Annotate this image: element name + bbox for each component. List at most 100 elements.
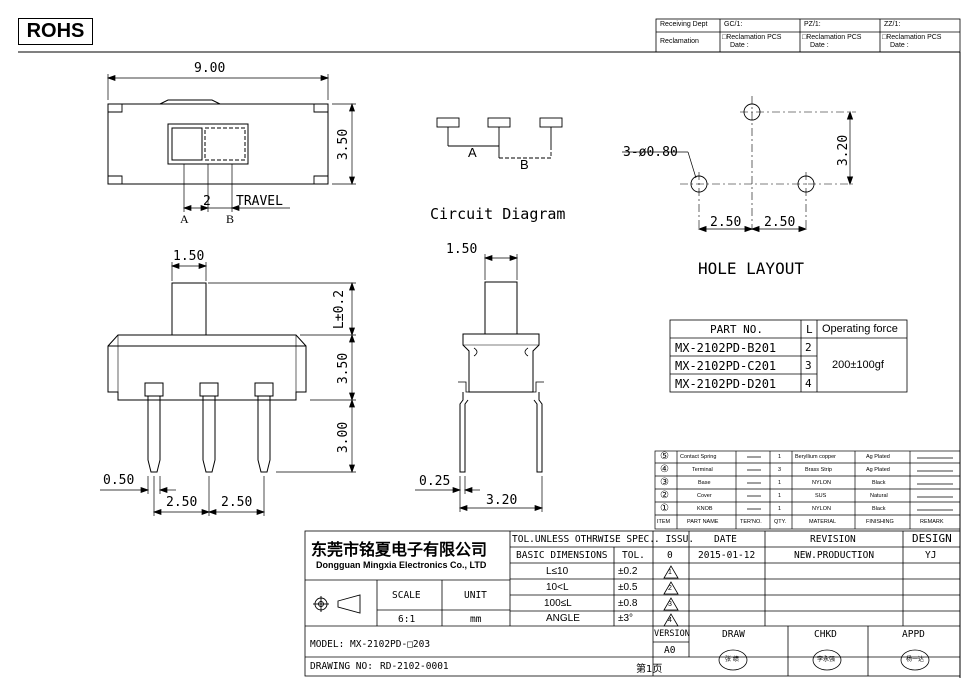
zz-label: ZZ/1: bbox=[884, 21, 901, 28]
draw-label: DRAW bbox=[722, 629, 745, 640]
bom-row-5-qty: 1 bbox=[778, 506, 782, 512]
front-pin-width: 0.50 bbox=[103, 473, 135, 488]
front-pitch-right: 2.50 bbox=[221, 495, 253, 510]
side-pin-span: 3.20 bbox=[486, 493, 518, 508]
bom-row-1-item: ⑤ bbox=[660, 451, 669, 462]
date-2: Date : bbox=[810, 42, 829, 49]
front-view-dimensions bbox=[100, 262, 356, 516]
bom-row-2-item: ④ bbox=[660, 464, 669, 475]
bom-row-5-name: KNOB bbox=[697, 506, 713, 512]
circuit-diagram-title: Circuit Diagram bbox=[430, 205, 566, 223]
front-view bbox=[107, 282, 307, 473]
tol-range-1: L≤10 bbox=[546, 566, 569, 577]
bom-table-grid bbox=[654, 450, 961, 530]
bom-row-2-name: Terminal bbox=[692, 467, 713, 473]
side-view bbox=[458, 281, 544, 473]
part-row-2-part: MX-2102PD-C201 bbox=[675, 359, 777, 373]
tol-label: TOL. bbox=[622, 550, 645, 561]
bom-row-4-item: ② bbox=[660, 490, 669, 501]
revision-number: 0 bbox=[667, 550, 673, 561]
stamp-draw: 张 绩 bbox=[725, 656, 739, 663]
bom-row-4-material: SUS bbox=[815, 493, 827, 499]
front-knob-width: 1.50 bbox=[173, 249, 205, 264]
tol-range-2: 10<L bbox=[546, 582, 569, 593]
part-row-2-l: 3 bbox=[805, 359, 812, 372]
position-a-label: A bbox=[180, 212, 189, 226]
part-table-header-l: L bbox=[806, 323, 813, 336]
reclamation-pcs-1: □Reclamation PCS bbox=[722, 34, 782, 41]
receiving-dept-label: Receiving Dept bbox=[660, 21, 708, 28]
side-pin-thickness: 0.25 bbox=[419, 474, 451, 489]
unit-label: UNIT bbox=[464, 590, 487, 601]
part-row-3-l: 4 bbox=[805, 377, 812, 390]
top-view bbox=[107, 99, 329, 212]
bom-header-finishing: FINISHING bbox=[866, 519, 894, 525]
circuit-label-b: B bbox=[520, 157, 529, 172]
top-height-dim: 3.50 bbox=[336, 128, 352, 161]
bom-header-remark: REMARK bbox=[920, 519, 944, 525]
bom-row-1-name: Contact Spring bbox=[680, 454, 717, 460]
company-name-en: Dongguan Mingxia Electronics Co., LTD bbox=[316, 560, 487, 570]
tol-header: TOL.UNLESS OTHRWISE SPEC. bbox=[512, 534, 655, 545]
travel-value: 2 bbox=[203, 194, 211, 209]
hole-layout bbox=[622, 96, 856, 233]
part-row-1-l: 2 bbox=[805, 341, 812, 354]
top-width-dim: 9.00 bbox=[194, 61, 226, 76]
design-header: DESIGN bbox=[912, 532, 952, 545]
hole-diameter-dim: 3-ø0.80 bbox=[623, 145, 678, 160]
part-row-1-part: MX-2102PD-B201 bbox=[675, 341, 777, 355]
tol-value-2: ±0.5 bbox=[618, 582, 638, 593]
bom-header-item: ITEM bbox=[657, 519, 671, 525]
chkd-label: CHKD bbox=[814, 629, 837, 640]
side-knob-width: 1.50 bbox=[446, 242, 478, 257]
stamp-appd: 杨一达 bbox=[906, 656, 925, 663]
hole-pitch-left: 2.50 bbox=[710, 215, 742, 230]
stamp-chkd: 李永强 bbox=[817, 656, 836, 663]
revision-triangle-3-label: 3 bbox=[668, 601, 672, 608]
hole-height-dim: 3.20 bbox=[836, 134, 852, 167]
front-pitch-left: 2.50 bbox=[166, 495, 198, 510]
bom-row-4-finish: Natural bbox=[870, 493, 888, 499]
rohs-label: ROHS bbox=[18, 18, 93, 45]
part-table-grid bbox=[669, 319, 908, 393]
bom-row-5-finish: Black bbox=[872, 506, 886, 512]
company-name-cn: 东莞市铭夏电子有限公司 bbox=[311, 540, 488, 559]
front-body-height: 3.50 bbox=[336, 352, 352, 385]
hole-pitch-right: 2.50 bbox=[764, 215, 796, 230]
unit-value: mm bbox=[470, 614, 482, 625]
revision-triangles bbox=[663, 565, 679, 627]
tol-value-3: ±0.8 bbox=[618, 598, 638, 609]
bom-row-3-qty: 1 bbox=[778, 480, 782, 486]
circuit-label-a: A bbox=[468, 145, 477, 160]
bom-row-4-name: Cover bbox=[697, 493, 712, 499]
model-label: MODEL: bbox=[310, 639, 345, 650]
projection-symbol bbox=[313, 594, 361, 614]
drawing-no-label: DRAWING NO: bbox=[310, 661, 373, 672]
tol-value-4: ±3° bbox=[618, 613, 634, 624]
part-table-header-part: PART NO. bbox=[710, 323, 763, 336]
title-block-grid bbox=[304, 530, 961, 677]
version-value: A0 bbox=[664, 645, 676, 656]
side-view-dimensions bbox=[415, 254, 544, 512]
bom-row-1-qty: 1 bbox=[778, 454, 782, 460]
bom-row-1-finish: Ag Plated bbox=[866, 454, 890, 460]
bom-header-part-name: PART NAME bbox=[687, 519, 719, 525]
revision-triangle-2-label: 2 bbox=[668, 585, 672, 592]
hole-layout-title: HOLE LAYOUT bbox=[698, 259, 804, 278]
bom-header-ter-no: TER'NO. bbox=[740, 519, 762, 525]
revision-text: NEW.PRODUCTION bbox=[794, 550, 875, 561]
part-table-header-force: Operating force bbox=[822, 323, 898, 335]
issu-label: . ISSU. bbox=[654, 534, 695, 545]
bom-row-1-material: Beryllium copper bbox=[795, 454, 836, 460]
bom-row-3-material: NYLON bbox=[812, 480, 831, 486]
pz-label: PZ/1: bbox=[804, 21, 821, 28]
approval-stamps bbox=[718, 649, 930, 671]
bom-row-5-material: NYLON bbox=[812, 506, 831, 512]
bom-row-3-item: ③ bbox=[660, 477, 669, 488]
model-value: MX-2102PD-□203 bbox=[350, 639, 431, 650]
tol-range-3: 100≤L bbox=[544, 598, 572, 609]
scale-label: SCALE bbox=[392, 590, 421, 601]
revision-triangle-4-label: 4 bbox=[668, 617, 672, 624]
